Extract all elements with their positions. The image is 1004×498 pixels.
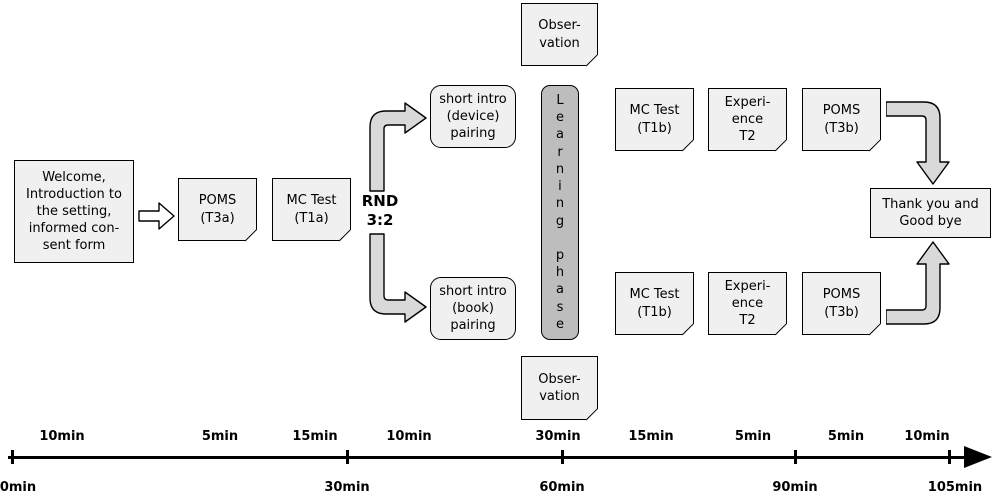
mc-test-t1b-top-label: MC Test(T1b) (629, 103, 680, 136)
intro-book-label: short intro(book)pairing (439, 283, 507, 334)
poms-t3b-top-label: POMS(T3b) (822, 103, 861, 136)
timeline-tick-60min (561, 450, 564, 464)
mc-test-t1a-box: MC Test(T1a) (272, 178, 351, 241)
poms-t3a-label: POMS(T3a) (198, 193, 237, 226)
intro-device-box: short intro(device)pairing (430, 85, 516, 148)
milestone-label: 105min (927, 480, 983, 495)
milestone-label: 0min (0, 480, 37, 495)
milestone-label: 90min (772, 480, 818, 495)
milestone-label: 60min (539, 480, 585, 495)
timeline-tick-90min (794, 450, 797, 464)
observation-top-box: Obser-vation (521, 3, 598, 66)
timeline-arrowhead-icon (964, 446, 992, 468)
poms-t3a-box: POMS(T3a) (178, 178, 257, 241)
merge-arrow-up-icon (886, 241, 950, 325)
mc-test-t1b-bottom-label: MC Test(T1b) (629, 287, 680, 320)
duration-label: 10min (904, 429, 950, 444)
duration-label: 30min (535, 429, 581, 444)
intro-book-box: short intro(book)pairing (430, 277, 516, 340)
duration-label: 10min (39, 429, 85, 444)
observation-top-label: Obser-vation (538, 18, 581, 51)
timeline-tick-0min (11, 450, 14, 464)
branch-arrow-down-icon (369, 233, 427, 323)
observation-bottom-box: Obser-vation (521, 356, 598, 420)
poms-t3b-bottom-box: POMS(T3b) (802, 272, 881, 335)
timeline-tick-30min (346, 450, 349, 464)
duration-label: 10min (386, 429, 432, 444)
observation-bottom-label: Obser-vation (538, 371, 581, 404)
flow-arrow-icon (138, 202, 175, 230)
duration-label: 15min (292, 429, 338, 444)
merge-arrow-down-icon (886, 101, 950, 185)
timeline-axis (8, 456, 968, 459)
milestone-label: 30min (324, 480, 370, 495)
duration-label: 5min (827, 429, 865, 444)
mc-test-t1b-bottom-box: MC Test(T1b) (615, 272, 694, 335)
poms-t3b-top-box: POMS(T3b) (802, 88, 881, 151)
timeline-tick-105min (948, 450, 951, 464)
mc-test-t1a-label: MC Test(T1a) (286, 193, 337, 226)
branch-arrow-up-icon (369, 102, 427, 192)
intro-device-label: short intro(device)pairing (439, 91, 507, 142)
poms-t3b-bottom-label: POMS(T3b) (822, 287, 861, 320)
mc-test-t1b-top-box: MC Test(T1b) (615, 88, 694, 151)
duration-label: 15min (628, 429, 674, 444)
duration-label: 5min (201, 429, 239, 444)
duration-label: 5min (734, 429, 772, 444)
